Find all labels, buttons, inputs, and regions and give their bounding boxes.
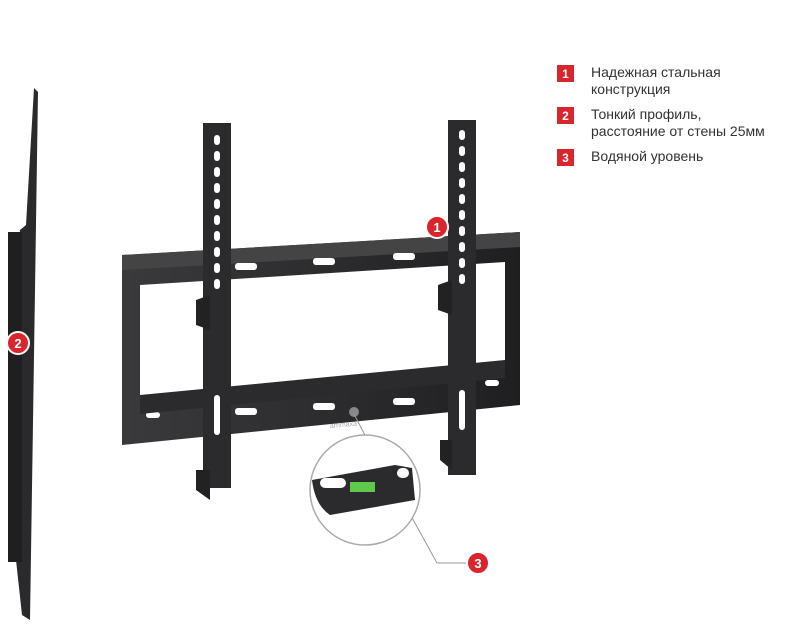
legend-text: Надежная стальная [591, 64, 721, 80]
brand-logo: arrimaxa [330, 421, 358, 430]
rail-slot [459, 162, 465, 172]
rail-slot [459, 146, 465, 156]
left-vertical-rail [196, 123, 231, 500]
rail-slot [459, 226, 465, 236]
rail-slot [459, 274, 465, 284]
rail-slot [214, 231, 220, 241]
legend-item-3: 3 Водяной уровень [557, 148, 765, 166]
rail-slot [214, 199, 220, 209]
legend-number: 1 [557, 65, 574, 82]
water-level-magnifier [309, 413, 466, 564]
svg-text:3: 3 [474, 556, 481, 571]
rail-slot [214, 279, 220, 289]
callout-badge-1: 1 [425, 215, 449, 239]
legend-text: конструкция [591, 81, 671, 97]
rail-slot [459, 390, 465, 430]
rail-slot [214, 395, 220, 435]
rail-slot [214, 215, 220, 225]
rail-slot [459, 258, 465, 268]
rail-slot [459, 178, 465, 188]
rail-slot [459, 210, 465, 220]
rail-slot [459, 242, 465, 252]
legend-number: 3 [557, 149, 574, 166]
water-level-bubble [350, 482, 375, 492]
rail-slot [214, 151, 220, 161]
right-vertical-rail [438, 120, 476, 475]
rail-slot [214, 247, 220, 257]
legend-text: Тонкий профиль, [591, 106, 702, 122]
svg-text:1: 1 [433, 220, 440, 235]
rail-slot [214, 167, 220, 177]
legend-item-2: 2 Тонкий профиль,расстояние от стены 25м… [557, 106, 765, 140]
legend-number: 2 [557, 107, 574, 124]
svg-text:2: 2 [14, 336, 21, 351]
callout-badge-2: 2 [6, 331, 30, 355]
rail-slot [214, 263, 220, 273]
rail-slot [214, 135, 220, 145]
callout-badge-3: 3 [466, 551, 490, 575]
rail-slot [459, 130, 465, 140]
rail-slot [214, 183, 220, 193]
rail-slot [459, 194, 465, 204]
legend-text: Водяной уровень [591, 148, 704, 164]
side-profile-view [8, 88, 38, 620]
legend-text: расстояние от стены 25мм [591, 123, 765, 139]
